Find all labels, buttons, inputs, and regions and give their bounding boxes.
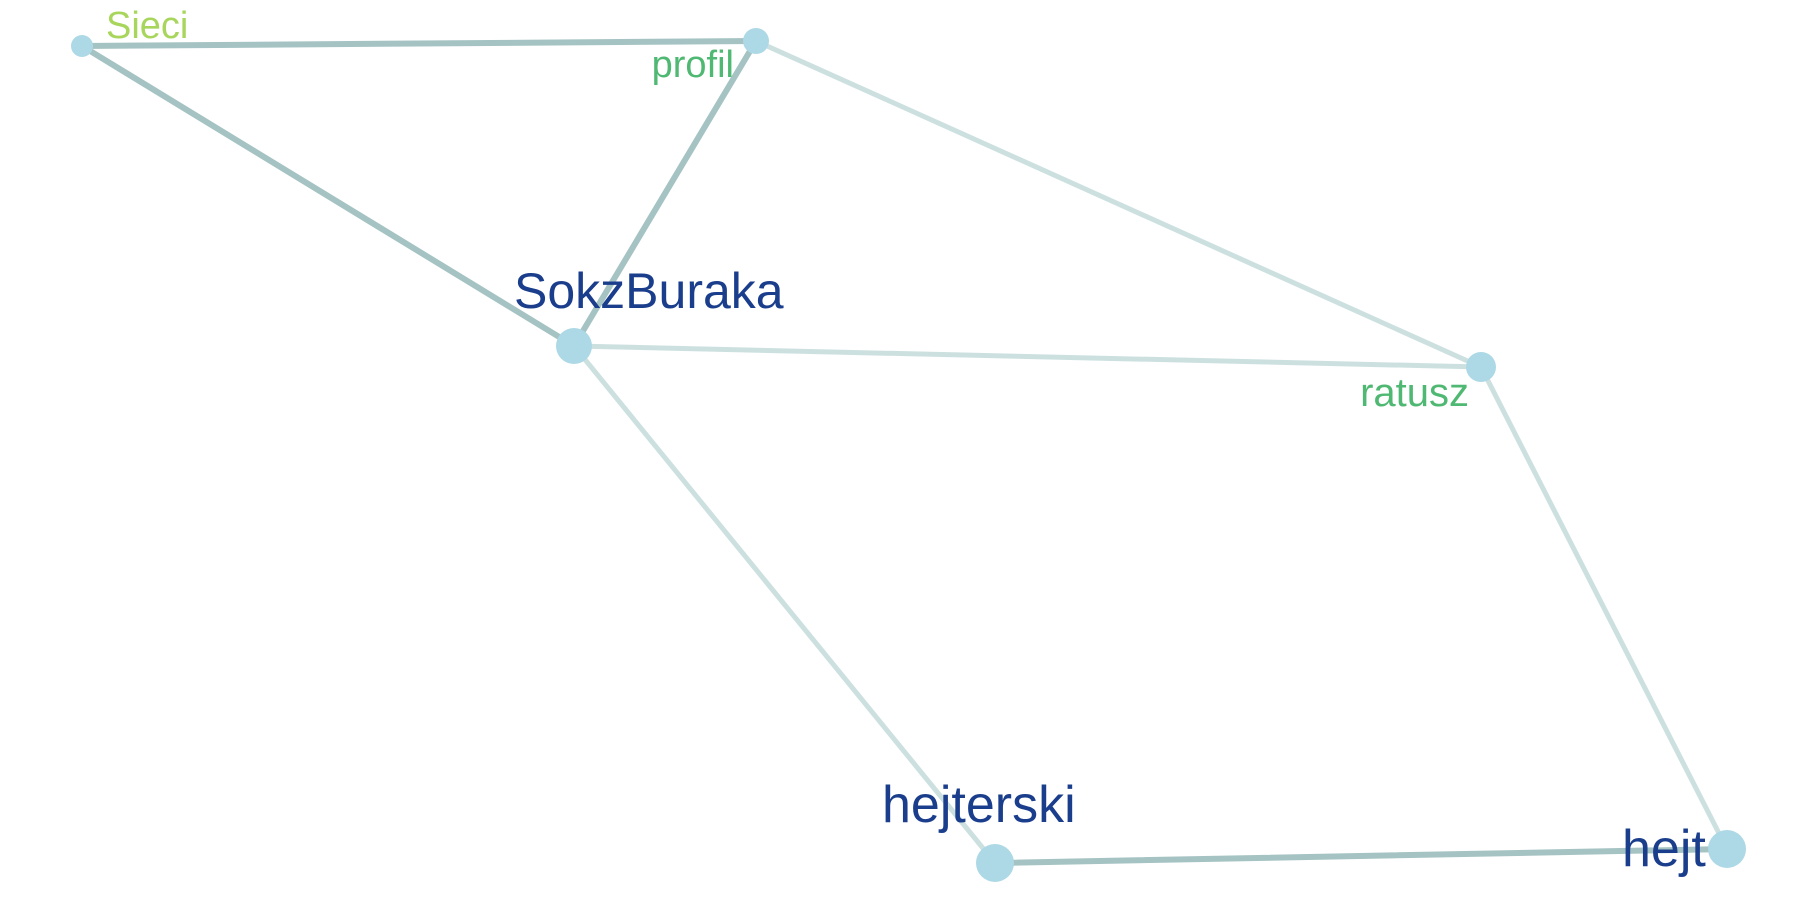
edge-sokzburaka-ratusz [571, 343, 1484, 370]
node-label-hejt: hejt [1622, 820, 1706, 878]
graph-nodes [71, 28, 1746, 882]
node-label-hejterski: hejterski [882, 776, 1076, 834]
graph-edges [79, 38, 1730, 866]
node-hejt [1708, 830, 1746, 868]
node-hejterski [976, 844, 1014, 882]
edge-hejterski-hejt [992, 846, 1730, 866]
edge-sieci-profil [79, 38, 759, 49]
edge-ratusz-hejt [1478, 364, 1730, 852]
node-ratusz [1466, 352, 1496, 382]
edge-sieci-sokzburaka [79, 43, 577, 349]
node-label-sieci: Sieci [106, 5, 188, 47]
node-label-ratusz: ratusz [1360, 371, 1469, 415]
node-sieci [71, 35, 93, 57]
node-profil [743, 28, 769, 54]
edge-profil-sokzburaka [571, 38, 759, 349]
node-sokzburaka [556, 328, 592, 364]
node-label-sokzburaka: SokzBuraka [514, 263, 784, 319]
edge-sokzburaka-hejterski [571, 343, 998, 866]
node-label-profil: profil [652, 44, 734, 86]
edge-profil-ratusz [753, 38, 1484, 370]
